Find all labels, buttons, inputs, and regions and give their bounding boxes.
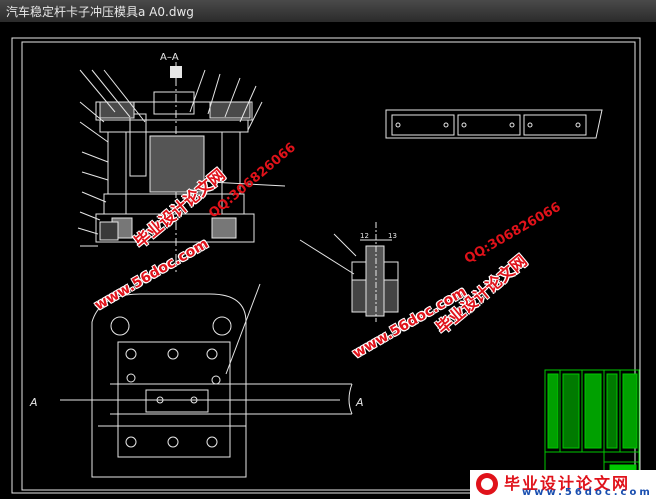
section-label: A–A (160, 52, 179, 63)
window-title: 汽车稳定杆卡子冲压模具a A0.dwg (6, 5, 194, 19)
section-marker-right: A (355, 396, 364, 409)
site-logo-icon (476, 473, 498, 495)
detail-mark-2: 13 (388, 232, 397, 240)
section-arrow (170, 66, 182, 78)
inner-frame (21, 41, 636, 491)
die-assembly-section (77, 62, 286, 272)
drawing-canvas[interactable]: A–A A A (0, 22, 656, 499)
section-marker-left: A (29, 396, 38, 409)
outer-frame (11, 37, 641, 494)
footer-url: www.56doc.com (522, 487, 653, 498)
strip-layout (385, 109, 603, 139)
bolt-holes (125, 348, 221, 448)
detail-view (299, 222, 399, 322)
detail-mark-1: 12 (360, 232, 369, 240)
footer-name: 毕业设计论文网 (504, 474, 631, 493)
title-bar: 汽车稳定杆卡子冲压模具a A0.dwg (0, 0, 656, 23)
cad-drawing: A–A A A (11, 37, 641, 494)
site-footer-logo: 毕业设计论文网 www.56doc.com (470, 470, 656, 499)
die-plan-view (60, 283, 353, 478)
title-block (544, 369, 640, 473)
